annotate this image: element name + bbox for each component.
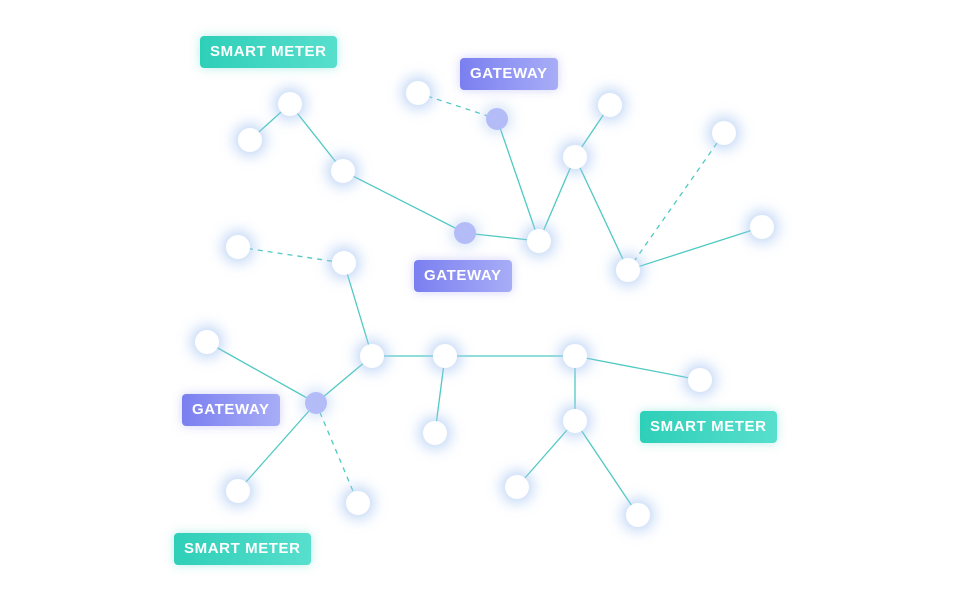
meter-node — [750, 215, 774, 239]
link-line — [342, 170, 466, 234]
meter-node — [527, 229, 551, 253]
meter-node — [563, 344, 587, 368]
link-line — [574, 420, 639, 516]
dashed-link — [315, 402, 359, 504]
meter-node — [278, 92, 302, 116]
node-glow-layer — [191, 77, 778, 531]
link-line — [627, 226, 763, 271]
meter-node — [433, 344, 457, 368]
meter-node — [616, 258, 640, 282]
meter-node — [360, 344, 384, 368]
dashed-link — [627, 132, 725, 271]
link-line — [574, 355, 701, 381]
link-line — [206, 341, 317, 404]
gateway-label: GATEWAY — [414, 260, 512, 292]
meter-node — [331, 159, 355, 183]
meter-node — [226, 479, 250, 503]
meter-node — [423, 421, 447, 445]
nodes-layer — [195, 81, 774, 527]
link-line — [574, 156, 629, 271]
meter-node — [712, 121, 736, 145]
link-line — [496, 118, 540, 242]
link-line — [343, 262, 373, 357]
gateway-node — [454, 222, 476, 244]
smart-meter-label: SMART METER — [640, 411, 777, 443]
meter-node — [563, 145, 587, 169]
meter-node — [406, 81, 430, 105]
meter-node — [226, 235, 250, 259]
meter-node — [688, 368, 712, 392]
meter-node — [346, 491, 370, 515]
meter-node — [332, 251, 356, 275]
smart-meter-label: SMART METER — [174, 533, 311, 565]
meter-node — [598, 93, 622, 117]
meter-node — [238, 128, 262, 152]
link-line — [237, 402, 317, 492]
smart-meter-label: SMART METER — [200, 36, 337, 68]
meter-node — [195, 330, 219, 354]
gateway-label: GATEWAY — [182, 394, 280, 426]
meter-node — [563, 409, 587, 433]
gateway-node — [486, 108, 508, 130]
links-layer — [206, 92, 763, 516]
dashed-link — [237, 246, 345, 264]
meter-node — [505, 475, 529, 499]
gateway-node — [305, 392, 327, 414]
gateway-label: GATEWAY — [460, 58, 558, 90]
meter-node — [626, 503, 650, 527]
